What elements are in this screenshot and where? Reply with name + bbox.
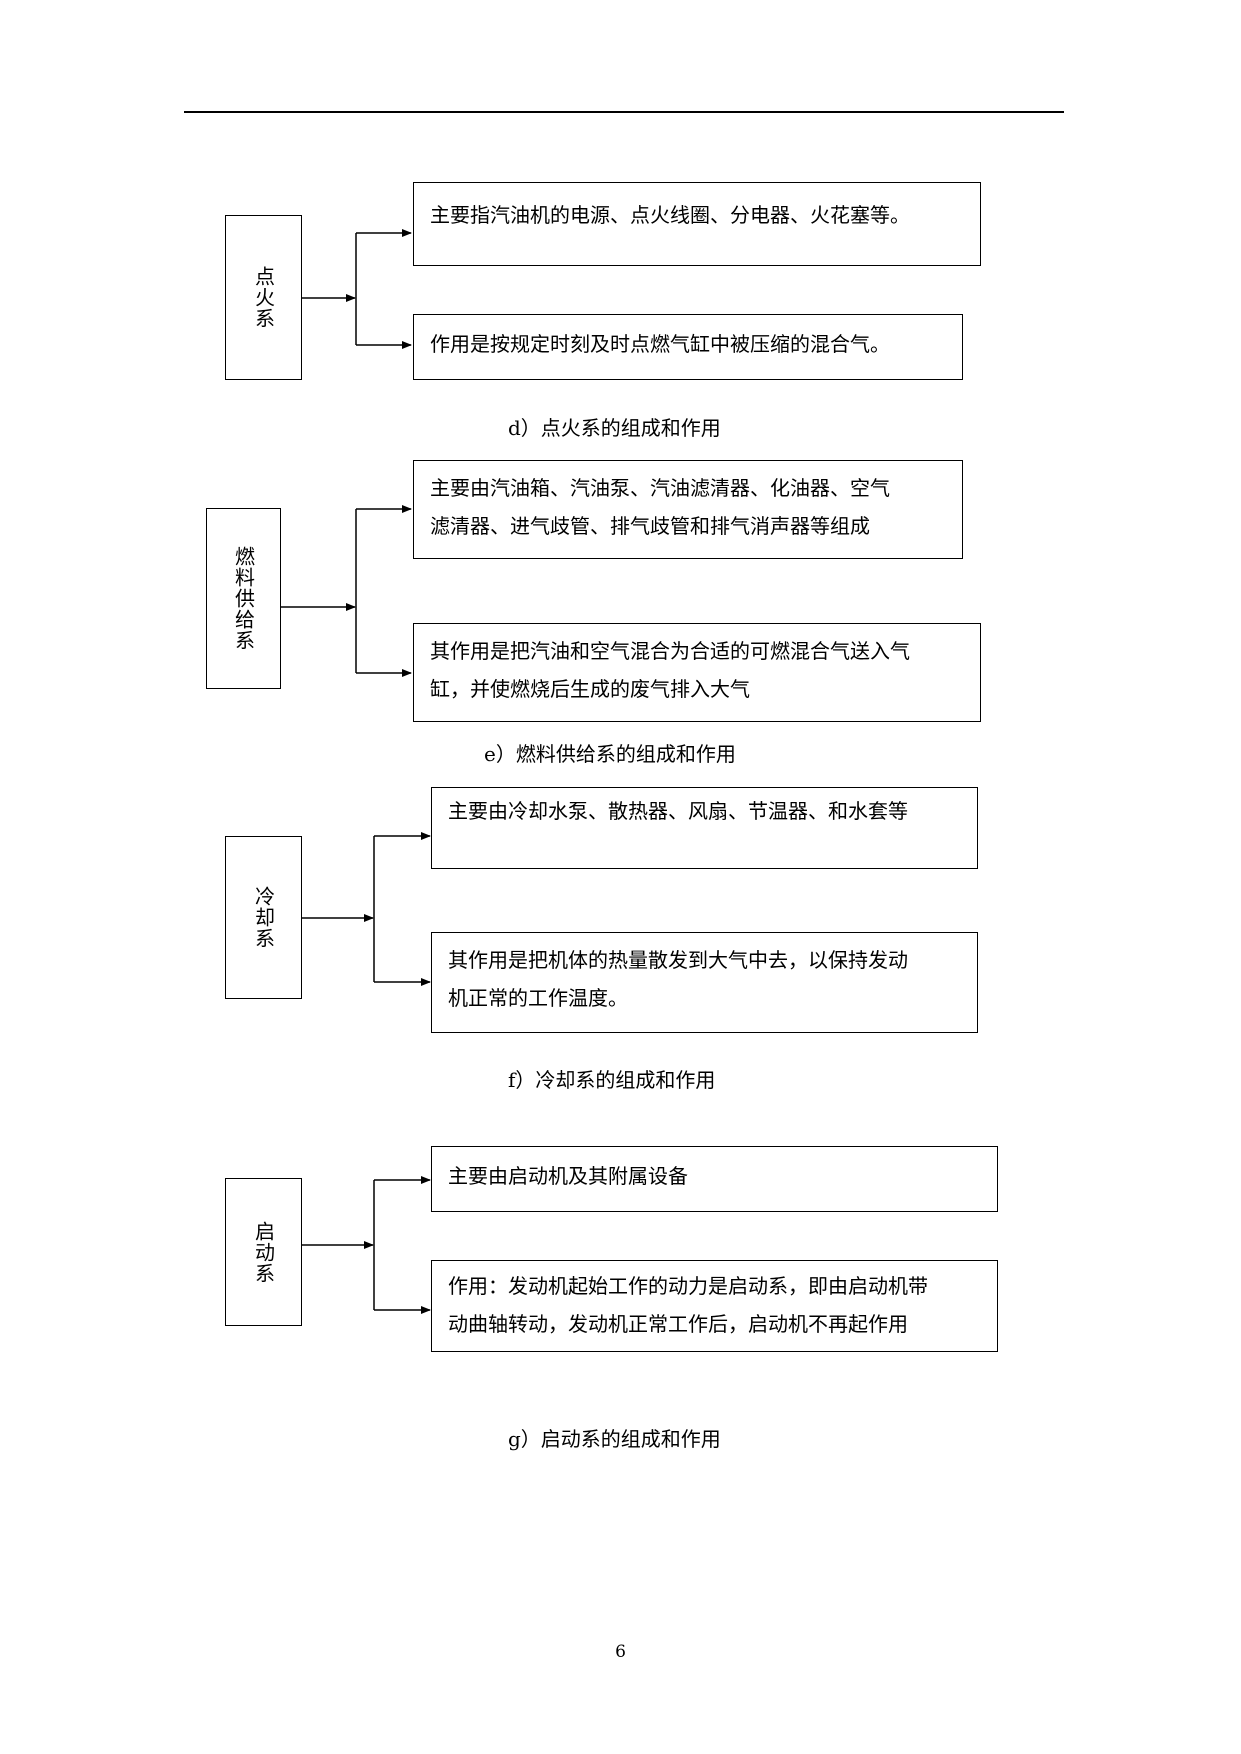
fuel-function-box: 其作用是把汽油和空气混合为合适的可燃混合气送入气 缸，并使燃烧后生成的废气排入大…: [413, 623, 981, 722]
starting-function-box: 作用：发动机起始工作的动力是启动系，即由启动机带 动曲轴转动，发动机正常工作后，…: [431, 1260, 998, 1352]
diagram-e-connectors: [281, 505, 412, 677]
starting-function-line-1: 作用：发动机起始工作的动力是启动系，即由启动机带: [448, 1274, 928, 1298]
starting-composition-box: 主要由启动机及其附属设备: [431, 1146, 998, 1212]
header-rule: [184, 111, 1064, 113]
cooling-function-line-2: 机正常的工作温度。: [448, 986, 628, 1010]
fuel-composition-box: 主要由汽油箱、汽油泵、汽油滤清器、化油器、空气 滤清器、进气歧管、排气歧管和排气…: [413, 460, 963, 559]
diagram-d-connectors: [302, 229, 412, 349]
cooling-composition-box: 主要由冷却水泵、散热器、风扇、节温器、和水套等: [431, 787, 978, 869]
page-number: 6: [615, 1642, 626, 1662]
diagram-g-connectors: [302, 1176, 431, 1314]
starting-function-line-2: 动曲轴转动，发动机正常工作后，启动机不再起作用: [448, 1312, 908, 1336]
diagram-f-connectors: [302, 832, 431, 986]
fuel-composition-line-2: 滤清器、进气歧管、排气歧管和排气消声器等组成: [430, 514, 870, 538]
starting-caption: g）启动系的组成和作用: [508, 1427, 721, 1451]
cooling-system-label: 冷却系: [251, 886, 276, 949]
ignition-system-label: 点火系: [251, 266, 276, 329]
ignition-composition-box: 主要指汽油机的电源、点火线圈、分电器、火花塞等。: [413, 182, 981, 266]
fuel-caption: e）燃料供给系的组成和作用: [484, 742, 736, 766]
starting-system-box: 启动系: [225, 1178, 302, 1326]
cooling-function-line-1: 其作用是把机体的热量散发到大气中去，以保持发动: [448, 948, 908, 972]
fuel-system-label: 燃料供给系: [231, 546, 256, 651]
cooling-system-box: 冷却系: [225, 836, 302, 999]
cooling-caption: f）冷却系的组成和作用: [508, 1068, 716, 1092]
ignition-system-box: 点火系: [225, 215, 302, 380]
cooling-composition-text: 主要由冷却水泵、散热器、风扇、节温器、和水套等: [448, 799, 908, 823]
ignition-caption: d）点火系的组成和作用: [508, 416, 721, 440]
starting-system-label: 启动系: [251, 1220, 276, 1284]
ignition-function-text: 作用是按规定时刻及时点燃气缸中被压缩的混合气。: [430, 332, 890, 356]
ignition-function-box: 作用是按规定时刻及时点燃气缸中被压缩的混合气。: [413, 314, 963, 380]
starting-composition-text: 主要由启动机及其附属设备: [448, 1164, 688, 1188]
fuel-system-box: 燃料供给系: [206, 508, 281, 689]
fuel-function-line-2: 缸，并使燃烧后生成的废气排入大气: [430, 677, 750, 701]
fuel-function-line-1: 其作用是把汽油和空气混合为合适的可燃混合气送入气: [430, 639, 910, 663]
ignition-composition-text: 主要指汽油机的电源、点火线圈、分电器、火花塞等。: [430, 203, 910, 227]
cooling-function-box: 其作用是把机体的热量散发到大气中去，以保持发动 机正常的工作温度。: [431, 932, 978, 1033]
fuel-composition-line-1: 主要由汽油箱、汽油泵、汽油滤清器、化油器、空气: [430, 476, 890, 500]
